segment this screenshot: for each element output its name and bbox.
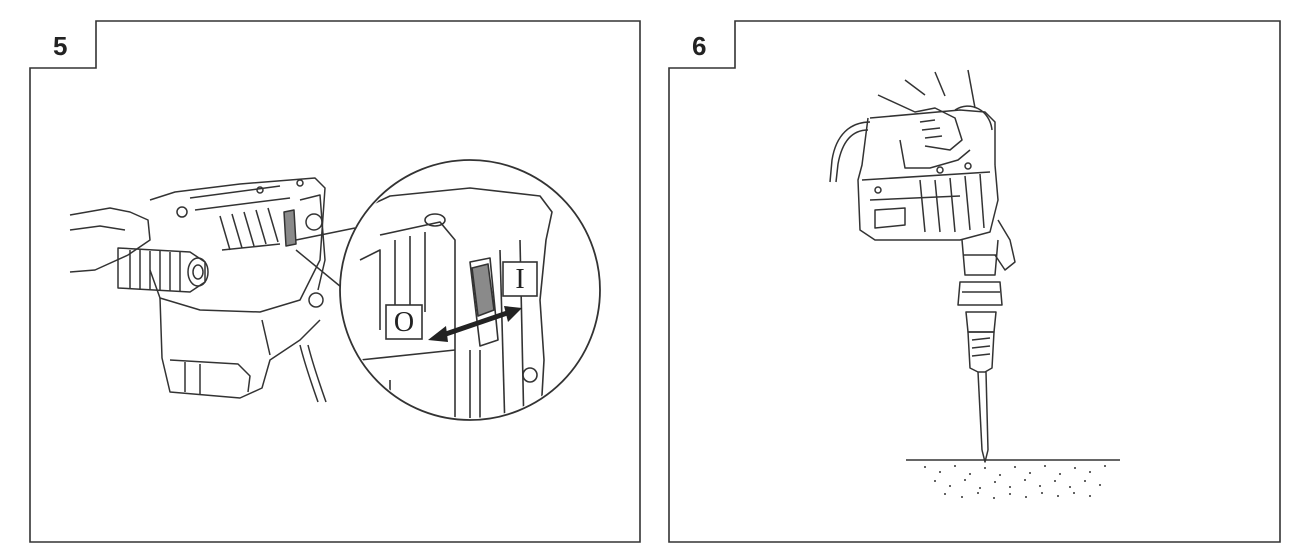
magnified-detail: O I xyxy=(339,159,601,421)
switch-off-label: O xyxy=(385,304,423,340)
figure-6-frame xyxy=(668,20,1281,543)
figure-5-number: 5 xyxy=(53,31,68,61)
figure-5-frame xyxy=(29,20,641,543)
figure-6-number: 6 xyxy=(692,31,707,61)
rotary-hammer-drawing xyxy=(69,177,327,403)
demolition-hammer-drawing xyxy=(829,69,1016,463)
ground-surface xyxy=(906,459,1120,499)
switch-off-text: O xyxy=(394,307,414,338)
switch-on-text: I xyxy=(515,264,524,295)
switch-direction-arrow xyxy=(428,306,522,342)
switch-lever xyxy=(471,263,495,317)
switch-on-label: I xyxy=(502,261,538,297)
